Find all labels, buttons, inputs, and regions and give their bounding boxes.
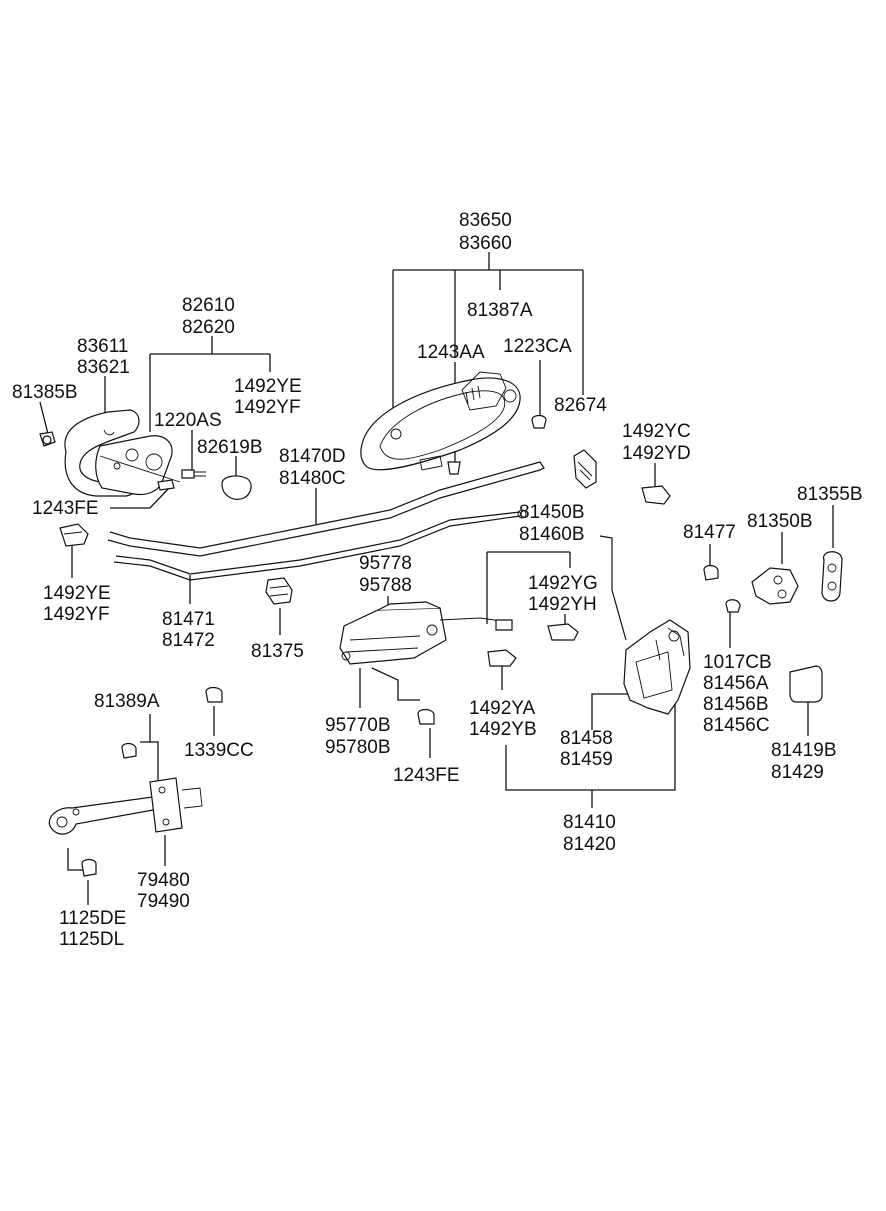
bolt-81477 xyxy=(703,564,719,581)
label-1220as: 1220AS xyxy=(154,410,222,431)
cover-81419b xyxy=(789,665,823,703)
clip-82674 xyxy=(573,449,597,489)
label-1492yb: 1492YB xyxy=(469,719,537,740)
outside-handle xyxy=(64,409,181,497)
label-81420: 81420 xyxy=(563,834,616,855)
label-95770b: 95770B xyxy=(325,715,391,736)
door-checker-79480 xyxy=(48,777,203,835)
label-1492yf-lower: 1492YF xyxy=(43,604,110,625)
label-81387a: 81387A xyxy=(467,300,533,321)
label-81350b: 81350B xyxy=(747,511,813,532)
inside-handle xyxy=(360,371,521,471)
label-1243aa: 1243AA xyxy=(417,342,485,363)
label-1492yc: 1492YC xyxy=(622,421,691,442)
label-1339cc: 1339CC xyxy=(184,740,254,761)
label-1492yf-upper: 1492YF xyxy=(234,397,301,418)
label-79480: 79480 xyxy=(137,870,190,891)
label-1243fe-upper: 1243FE xyxy=(32,498,99,519)
label-83660: 83660 xyxy=(459,233,512,254)
label-81456b: 81456B xyxy=(703,694,769,715)
label-81470d: 81470D xyxy=(279,446,346,467)
label-81480c: 81480C xyxy=(279,468,346,489)
actuator-95770b xyxy=(339,601,513,665)
label-95778: 95778 xyxy=(359,553,412,574)
screw-81385b xyxy=(39,431,56,447)
rod-81470d xyxy=(107,461,545,557)
label-81456a: 81456A xyxy=(703,673,769,694)
label-81389a: 81389A xyxy=(94,691,160,712)
label-82620: 82620 xyxy=(182,317,235,338)
label-81456c: 81456C xyxy=(703,715,770,736)
label-1492ye-upper: 1492YE xyxy=(234,376,302,397)
rod-81471 xyxy=(113,509,527,581)
clip-1492ya xyxy=(487,649,517,667)
label-81410: 81410 xyxy=(563,812,616,833)
label-95788: 95788 xyxy=(359,575,412,596)
label-1492yg: 1492YG xyxy=(528,573,598,594)
screw-1243fe-upper xyxy=(157,479,175,491)
part-number-labels: 83650 83660 81387A 82610 82620 83611 836… xyxy=(12,210,863,950)
bolt-1220as xyxy=(181,469,206,479)
label-81355b: 81355B xyxy=(797,484,863,505)
label-1125dl: 1125DL xyxy=(59,929,124,950)
label-1243fe-lower: 1243FE xyxy=(393,765,460,786)
label-83611: 83611 xyxy=(77,336,128,357)
screw-1017cb xyxy=(725,599,741,613)
label-81472: 81472 xyxy=(162,630,215,651)
label-82610: 82610 xyxy=(182,295,235,316)
label-81450b: 81450B xyxy=(519,502,585,523)
label-81375: 81375 xyxy=(251,641,304,662)
label-81458: 81458 xyxy=(560,728,613,749)
clip-1223ca xyxy=(531,414,547,429)
label-82619b: 82619B xyxy=(197,437,263,458)
label-1492ye-lower: 1492YE xyxy=(43,583,111,604)
label-81471: 81471 xyxy=(162,609,215,630)
label-81385b: 81385B xyxy=(12,382,78,403)
shim-81355b xyxy=(821,551,843,602)
label-81477: 81477 xyxy=(683,522,736,543)
label-83621: 83621 xyxy=(77,357,130,378)
screw-1243aa xyxy=(447,461,461,475)
plug-1339cc xyxy=(205,686,223,703)
clip-1492ye-lower xyxy=(59,523,89,547)
label-1017cb: 1017CB xyxy=(703,652,772,673)
clip-81375 xyxy=(265,577,293,605)
label-1223ca: 1223CA xyxy=(503,336,572,357)
label-1492ya: 1492YA xyxy=(469,698,536,719)
clip-1492yc xyxy=(641,485,671,505)
striker-81350b xyxy=(751,567,799,605)
label-81460b: 81460B xyxy=(519,524,585,545)
label-1492yh: 1492YH xyxy=(528,594,597,615)
label-81419b: 81419B xyxy=(771,740,837,761)
clip-1492yg xyxy=(547,623,579,641)
cap-82619b xyxy=(221,475,252,500)
bolt-1125de xyxy=(81,858,97,877)
label-79490: 79490 xyxy=(137,891,190,912)
label-95780b: 95780B xyxy=(325,737,391,758)
label-83650: 83650 xyxy=(459,210,512,231)
screw-1243fe-lower xyxy=(417,708,435,725)
label-81429: 81429 xyxy=(771,762,824,783)
label-1125de: 1125DE xyxy=(59,908,126,929)
door-latch xyxy=(599,535,691,715)
label-1492yd: 1492YD xyxy=(622,443,691,464)
label-82674: 82674 xyxy=(554,395,607,416)
bolt-81389a xyxy=(121,742,137,759)
label-81459: 81459 xyxy=(560,749,613,770)
